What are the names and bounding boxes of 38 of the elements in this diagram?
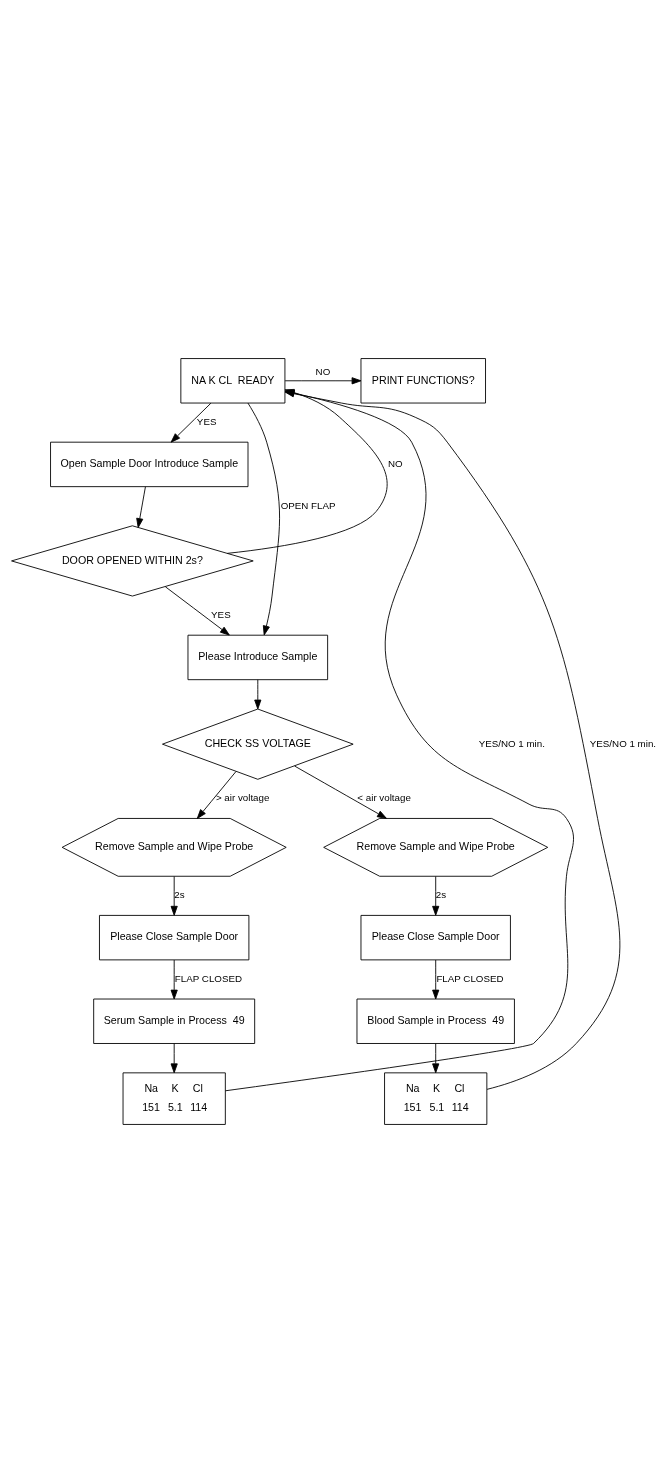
arrow bbox=[294, 765, 387, 819]
arrow bbox=[247, 402, 281, 636]
node-box: Na K Cl 151 5.1 114 bbox=[384, 1072, 488, 1125]
arrow bbox=[170, 1043, 178, 1074]
edge-label: FLAP CLOSED bbox=[174, 972, 242, 984]
arrow bbox=[164, 586, 230, 636]
node-box: Open Sample Door Introduce Sample bbox=[50, 441, 249, 488]
edge-label: 2s bbox=[435, 889, 447, 901]
edge-label: NO bbox=[387, 457, 403, 469]
edge-label: OPEN FLAP bbox=[280, 499, 336, 511]
edge-label: FLAP CLOSED bbox=[436, 972, 504, 984]
arrow bbox=[254, 679, 262, 710]
node-box: Please Introduce Sample bbox=[187, 634, 329, 681]
arrow bbox=[284, 377, 362, 385]
arrow bbox=[136, 486, 146, 528]
arrow bbox=[170, 402, 212, 443]
edge-label: NO bbox=[315, 366, 331, 378]
node-box: Please Close Sample Door bbox=[99, 914, 250, 961]
edge-label: YES/NO 1 min. bbox=[478, 737, 545, 749]
node-box: Blood Sample in Process 49 bbox=[356, 998, 515, 1044]
node-box: Na K Cl 151 5.1 114 bbox=[122, 1072, 226, 1125]
arrow bbox=[170, 959, 178, 1000]
arrow bbox=[170, 876, 178, 916]
arrow bbox=[432, 876, 440, 916]
node-diamond: DOOR OPENED WITHIN 2s? bbox=[11, 525, 254, 597]
node-box: PRINT FUNCTIONS? bbox=[360, 358, 486, 404]
edge-label: YES bbox=[196, 416, 217, 428]
arrow bbox=[432, 959, 440, 1000]
edge-label: < air voltage bbox=[357, 792, 411, 804]
edge-label: YES/NO 1 min. bbox=[589, 737, 657, 749]
edge-label: > air voltage bbox=[215, 792, 270, 804]
node-box: Serum Sample in Process 49 bbox=[93, 998, 256, 1044]
node-box: Please Close Sample Door bbox=[360, 914, 511, 961]
arrow bbox=[196, 771, 237, 819]
arrow bbox=[432, 1043, 440, 1074]
node-box: NA K CL READY bbox=[180, 358, 286, 404]
edge-label: YES bbox=[211, 609, 231, 621]
node-diamond: CHECK SS VOLTAGE bbox=[162, 708, 354, 780]
